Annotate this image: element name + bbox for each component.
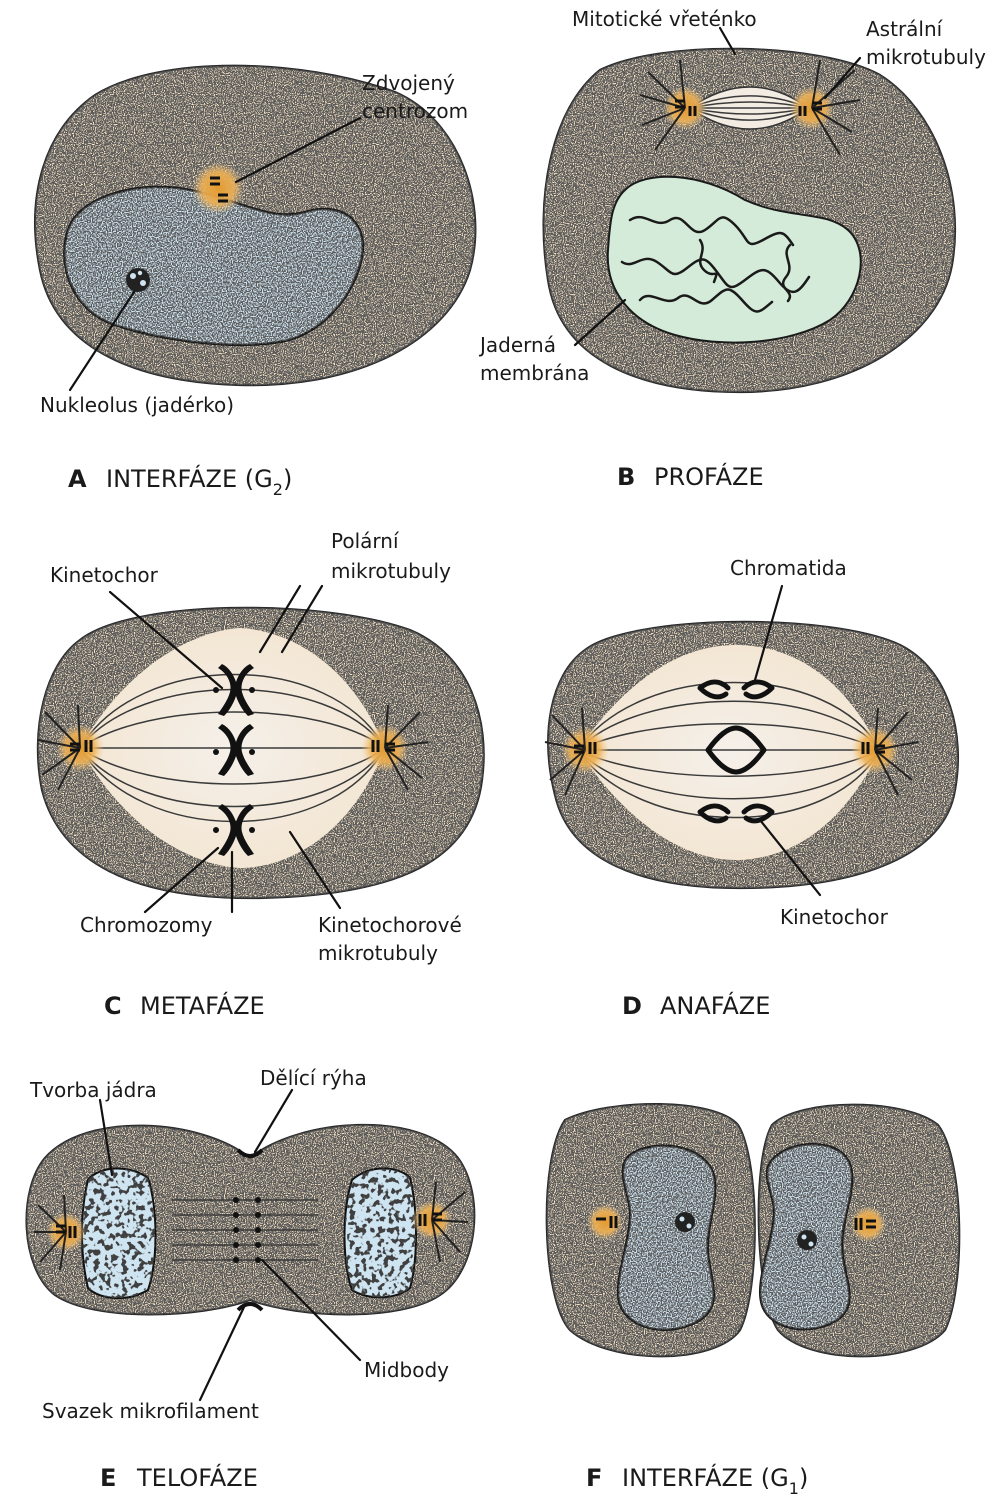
label-nucleolus: Nukleolus (jadérko) [40, 393, 234, 417]
panel-d-title: ANAFÁZE [660, 991, 770, 1020]
nucleolus-icon [126, 268, 150, 292]
label-membrane-2: membrána [480, 361, 589, 385]
label-polar-2: mikrotubuly [331, 559, 451, 583]
label-microfilaments: Svazek mikrofilament [42, 1399, 259, 1423]
panel-a: Zdvojený centrozom Nukleolus (jadérko) A… [35, 66, 475, 499]
panel-f-title: INTERFÁZE (G1) [622, 1463, 808, 1494]
centrosome-f-right-icon [850, 1206, 886, 1242]
centrosome-icon [192, 162, 244, 214]
label-kmt-1: Kinetochorové [318, 913, 462, 937]
panel-a-title: INTERFÁZE (G2) [106, 464, 292, 499]
label-midbody: Midbody [364, 1358, 449, 1382]
panel-b: Mitotické vřeténko Astrální mikrotubuly … [478, 7, 986, 491]
label-polar-1: Polární [331, 529, 400, 553]
label-membrane-1: Jaderná [478, 333, 556, 357]
label-spindle: Mitotické vřeténko [572, 7, 757, 31]
panel-d-letter: D [622, 992, 642, 1020]
nucleolus-f-left-icon [675, 1212, 695, 1232]
label-furrow: Dělící rýha [260, 1066, 367, 1090]
panel-f-letter: F [586, 1464, 602, 1492]
panel-d: Chromatida Kinetochor D ANAFÁZE [545, 556, 958, 1020]
nucleus-e-right [345, 1168, 417, 1297]
label-astral-2: mikrotubuly [866, 45, 986, 69]
panel-c-title: METAFÁZE [140, 991, 265, 1020]
panel-a-letter: A [68, 465, 87, 493]
cleavage-furrow-bottom [238, 1304, 262, 1310]
label-astral-1: Astrální [866, 17, 944, 41]
nucleus-e-left [82, 1168, 156, 1298]
panel-e-title: TELOFÁZE [136, 1463, 258, 1492]
label-chromatid: Chromatida [730, 556, 847, 580]
label-nucleus-formation: Tvorba jádra [29, 1078, 157, 1102]
panel-b-letter: B [617, 463, 635, 491]
cleavage-furrow-top [238, 1150, 262, 1156]
panel-e: Tvorba jádra Dělící rýha Midbody Svazek … [27, 1066, 475, 1492]
label-centrosome-1: Zdvojený [362, 71, 455, 95]
panel-f: F INTERFÁZE (G1) [547, 1104, 959, 1494]
label-kmt-2: mikrotubuly [318, 941, 438, 965]
nucleolus-f-right-icon [797, 1230, 817, 1250]
panel-c: Kinetochor Polární mikrotubuly Chromozom… [38, 529, 484, 1020]
label-centrosome-2: centrozom [362, 99, 468, 123]
label-kinetochore-c: Kinetochor [50, 563, 159, 587]
label-chromosomes: Chromozomy [80, 913, 213, 937]
panel-c-letter: C [104, 992, 122, 1020]
centrosome-f-left-icon [587, 1204, 623, 1240]
panel-e-letter: E [100, 1464, 116, 1492]
panel-b-title: PROFÁZE [654, 462, 764, 491]
label-kinetochore-d: Kinetochor [780, 905, 889, 929]
